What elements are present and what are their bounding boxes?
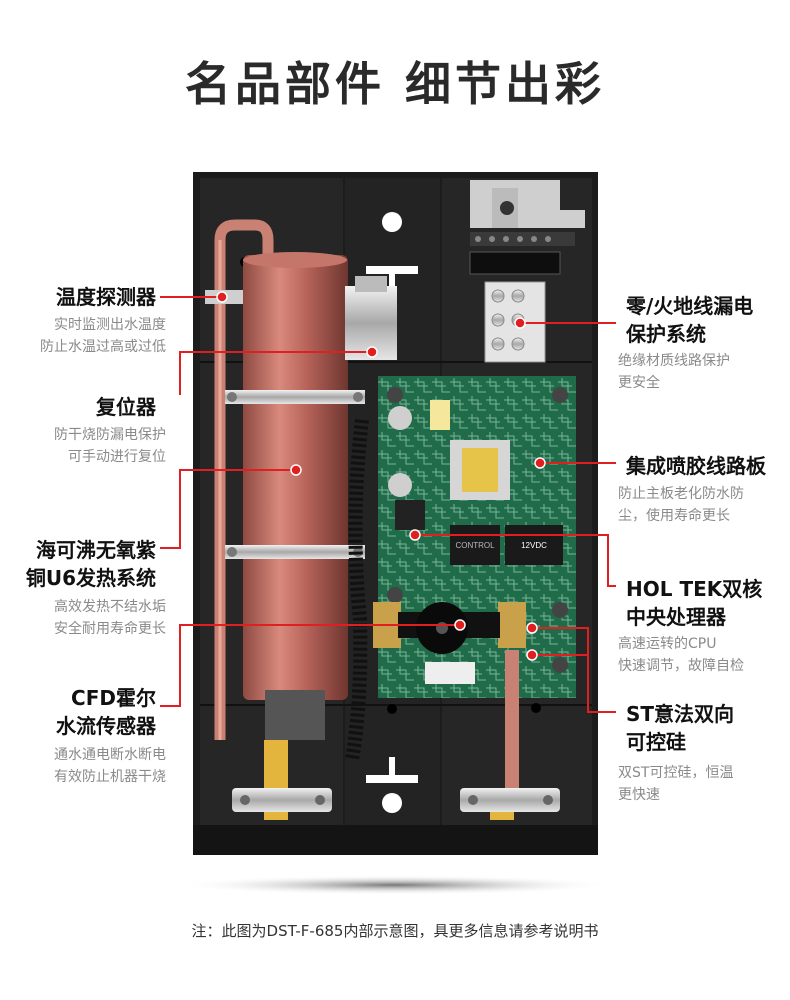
heater-title-2: 铜U6发热系统 (25, 566, 156, 590)
control-chip-label: CONTROL (455, 541, 495, 550)
flow-sensor-title-1: CFD霍尔 (71, 686, 156, 710)
reset-switch-title: 复位器 (96, 395, 156, 419)
temp-sensor-desc-2: 防止水温过高或过低 (40, 339, 166, 355)
circuit-board-title: 集成喷胶线路板 (626, 454, 766, 478)
leak-protection-title-2: 保护系统 (626, 322, 706, 346)
reset-switch-desc-1: 防干烧防漏电保护 (54, 427, 166, 443)
leak-protection-title-1: 零/火地线漏电 (626, 294, 754, 318)
cpu-title-2: 中央处理器 (626, 605, 726, 629)
footnote: 注：此图为DST-F-685内部示意图，具更多信息请参考说明书 (191, 922, 599, 940)
circuit-board-desc-1: 防止主板老化防水防 (618, 486, 744, 502)
flow-sensor-desc-2: 有效防止机器干烧 (54, 769, 166, 785)
cpu-desc-1: 高速运转的CPU (618, 636, 717, 652)
vdc-relay-label: 12VDC (521, 541, 547, 550)
scr-desc-2: 更快速 (618, 787, 660, 803)
leak-protection-desc-1: 绝缘材质线路保护 (618, 353, 730, 369)
page-title: 名品部件 细节出彩 (184, 57, 605, 111)
cpu-title-1: HOL TEK双核 (626, 577, 763, 601)
reset-switch-desc-2: 可手动进行复位 (68, 449, 166, 465)
leak-protection-desc-2: 更安全 (618, 375, 660, 391)
temp-sensor-title: 温度探测器 (56, 285, 156, 309)
scr-title-2: 可控硅 (626, 730, 686, 754)
flow-sensor-desc-1: 通水通电断水断电 (54, 747, 166, 763)
cpu-desc-2: 快速调节，故障自检 (618, 658, 744, 674)
temp-sensor-desc-1: 实时监测出水温度 (54, 317, 166, 333)
heater-title-1: 海可沸无氧紫 (36, 538, 156, 562)
heater-desc-1: 高效发热不结水垢 (54, 599, 166, 615)
scr-desc-1: 双ST可控硅，恒温 (618, 765, 734, 781)
scr-title-1: ST意法双向 (626, 702, 735, 726)
circuit-board-desc-2: 尘，使用寿命更长 (618, 508, 730, 524)
heater-desc-2: 安全耐用寿命更长 (54, 621, 166, 637)
flow-sensor-title-2: 水流传感器 (56, 714, 156, 738)
